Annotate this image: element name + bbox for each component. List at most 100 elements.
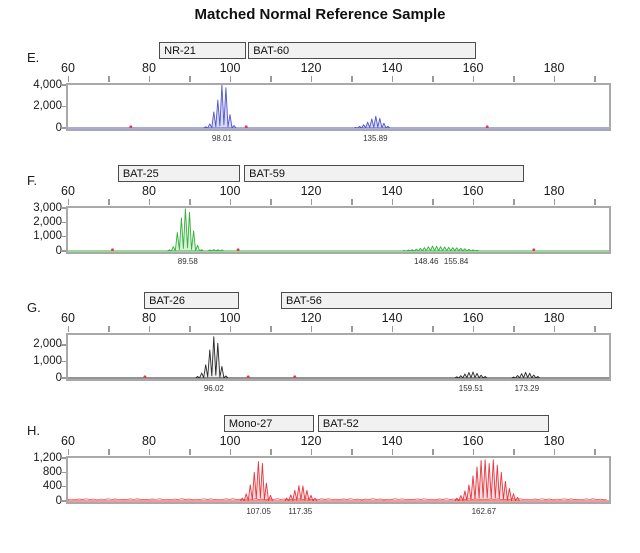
x-axis-label: 180: [543, 311, 565, 325]
panel-h-label: H.: [27, 423, 40, 438]
y-axis-tick: [61, 127, 66, 129]
y-axis-tick: [61, 207, 66, 209]
peak-size-label: 98.01: [211, 134, 232, 143]
x-axis-label: 100: [219, 434, 241, 448]
x-axis-tick: [229, 326, 231, 332]
marker-box-bat-52: BAT-52: [317, 415, 550, 432]
x-axis-tick: [432, 326, 434, 332]
x-axis-tick: [67, 76, 69, 82]
size-indicator-dot: [532, 248, 536, 252]
peak-cluster: [166, 208, 205, 252]
x-axis-label: 60: [61, 61, 75, 75]
x-axis-tick: [310, 449, 312, 455]
marker-box-bat-56: BAT-56: [281, 292, 612, 309]
x-axis-tick: [189, 326, 191, 332]
panel-f-trace-plot: [66, 206, 611, 254]
y-axis-tick: [61, 250, 66, 252]
x-axis-tick: [67, 326, 69, 332]
x-axis-tick: [391, 76, 393, 82]
x-axis-tick: [513, 326, 515, 332]
y-axis-tick: [61, 377, 66, 379]
peak-cluster: [195, 336, 229, 379]
y-axis-label: 1,200: [33, 451, 62, 464]
marker-name: BAT-25: [122, 168, 159, 180]
x-axis-tick: [472, 326, 474, 332]
x-axis-tick: [553, 76, 555, 82]
peak-size-label: 107.05: [246, 507, 271, 516]
x-axis-tick: [432, 76, 434, 82]
x-axis-tick: [513, 199, 515, 205]
peak-cluster: [454, 371, 488, 379]
y-axis-label: 0: [55, 121, 62, 134]
x-axis-tick: [148, 326, 150, 332]
x-axis-tick: [270, 76, 272, 82]
marker-box-nr-21: NR-21: [159, 42, 247, 59]
y-axis-tick: [61, 235, 66, 238]
x-axis-label: 180: [543, 61, 565, 75]
x-axis-label: 60: [61, 434, 75, 448]
y-axis-label: 1,000: [33, 230, 62, 243]
y-axis-label: 2,000: [33, 100, 62, 112]
x-axis-label: 100: [219, 311, 241, 325]
x-axis-tick: [432, 199, 434, 205]
peak-cluster: [207, 249, 225, 252]
panel-g-trace-plot: [66, 333, 611, 381]
x-axis-tick: [351, 326, 353, 332]
y-axis-tick: [61, 471, 66, 474]
y-axis-label: 3,000: [33, 201, 62, 214]
size-indicator-dot: [111, 248, 114, 252]
panel-f-label: F.: [27, 173, 38, 188]
y-axis-label: 800: [42, 465, 62, 478]
x-axis-tick: [553, 449, 555, 455]
marker-name: Mono-27: [228, 418, 273, 430]
x-axis-tick: [108, 199, 110, 205]
x-axis-tick: [432, 449, 434, 455]
size-indicator-dot: [293, 375, 297, 379]
peak-size-label: 89.58: [177, 257, 198, 266]
x-axis-label: 80: [142, 434, 156, 448]
x-axis-label: 120: [300, 184, 322, 198]
x-axis-label: 100: [219, 184, 241, 198]
y-axis-tick: [61, 344, 66, 346]
x-axis-tick: [270, 199, 272, 205]
marker-name: NR-21: [164, 45, 196, 57]
x-axis-label: 120: [300, 61, 322, 75]
x-axis-label: 140: [381, 434, 403, 448]
size-indicator-dot: [129, 125, 133, 129]
y-axis-label: 0: [55, 494, 62, 507]
y-axis-label: 400: [42, 480, 62, 493]
peak-cluster: [203, 84, 237, 129]
peak-size-label: 96.02: [203, 384, 224, 393]
peak-size-label: 159.51: [458, 384, 484, 393]
x-axis-tick: [189, 199, 191, 205]
x-axis-tick: [553, 199, 555, 205]
marker-name: BAT-52: [322, 418, 359, 430]
x-axis-label: 100: [219, 61, 241, 75]
peak-size-label: 135.89: [363, 134, 388, 143]
marker-box-bat-60: BAT-60: [248, 42, 476, 59]
x-axis-tick: [67, 449, 69, 455]
y-axis-tick: [61, 105, 66, 108]
x-axis-label: 160: [462, 434, 484, 448]
x-axis-tick: [351, 76, 353, 82]
y-axis-label: 2,000: [33, 215, 62, 228]
x-axis-label: 120: [300, 434, 322, 448]
peak-size-label: 162.67: [471, 507, 497, 516]
y-axis-label: 0: [55, 244, 62, 257]
x-axis-tick: [148, 76, 150, 82]
marker-name: BAT-26: [149, 295, 185, 307]
y-axis-label: 2,000: [33, 338, 62, 351]
peak-cluster: [353, 115, 391, 129]
x-axis-tick: [351, 199, 353, 205]
y-axis-tick: [61, 84, 66, 86]
x-axis-tick: [67, 199, 69, 205]
x-axis-label: 120: [300, 311, 322, 325]
peak-cluster: [239, 461, 273, 502]
x-axis-tick: [594, 326, 596, 332]
x-axis-tick: [189, 449, 191, 455]
x-axis-label: 140: [381, 61, 403, 75]
marker-name: BAT-56: [286, 295, 322, 307]
panel-e-trace-plot: [66, 83, 611, 131]
x-axis-tick: [513, 449, 515, 455]
